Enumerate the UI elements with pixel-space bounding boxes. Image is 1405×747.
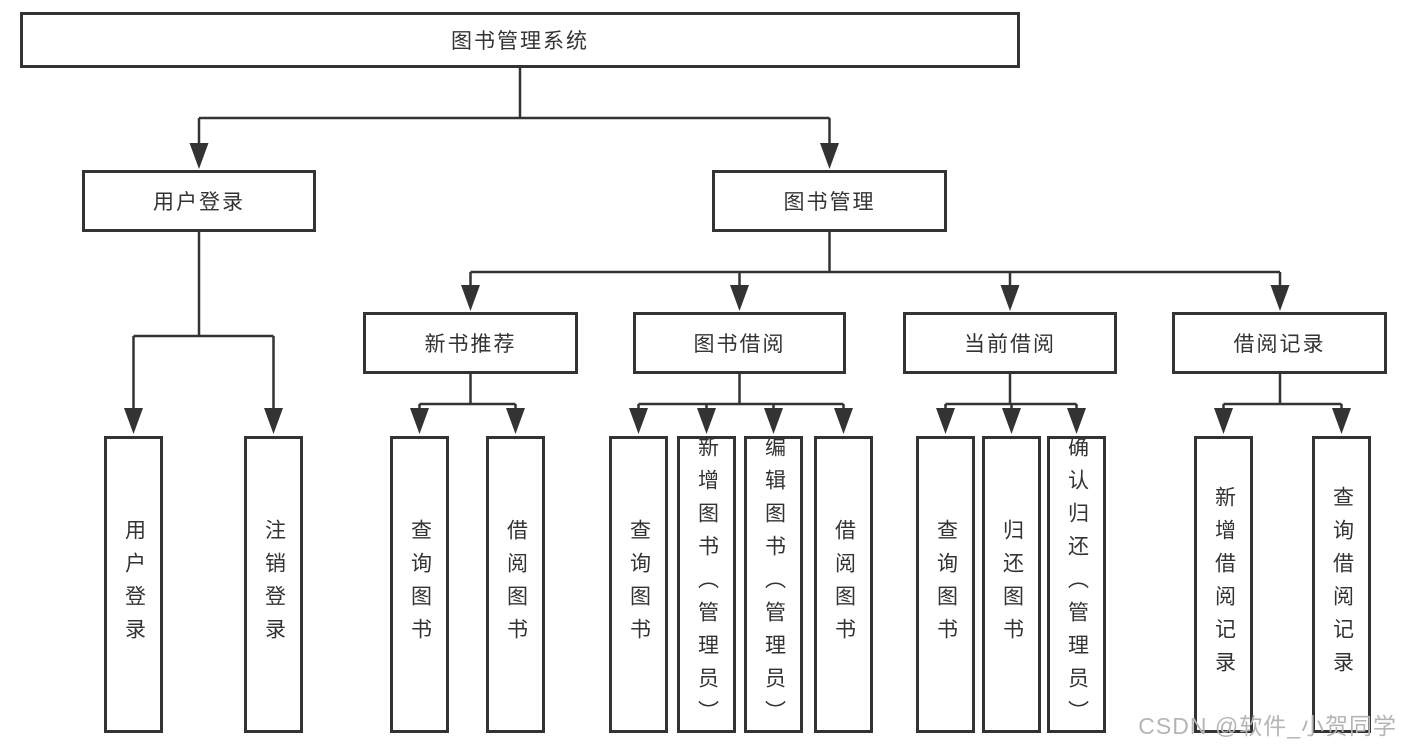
leaf-borrow-books: 借阅图书 [814, 436, 873, 733]
node-new-book-recommend: 新书推荐 [363, 312, 578, 374]
leaf-return-books-label: 归还图书 [1000, 518, 1024, 651]
node-user-login-label: 用户登录 [153, 191, 245, 214]
node-new-book-recommend-label: 新书推荐 [424, 333, 517, 356]
leaf-add-books-admin-label: 新增图书（管理员） [695, 436, 719, 733]
csdn-watermark: CSDN @软件_小贺同学 [1138, 713, 1397, 739]
node-book-borrowing-label: 图书借阅 [693, 333, 786, 356]
leaf-query-borrow-record: 查询借阅记录 [1312, 436, 1371, 733]
leaf-borrow-books-recommend: 借阅图书 [486, 436, 545, 733]
leaf-query-borrow-record-label: 查询借阅记录 [1330, 485, 1354, 684]
leaf-logout: 注销登录 [244, 436, 303, 733]
leaf-add-borrow-record: 新增借阅记录 [1194, 436, 1253, 733]
node-user-login: 用户登录 [82, 170, 316, 232]
leaf-confirm-return-admin-label: 确认归还（管理员） [1065, 436, 1089, 733]
leaf-add-books-admin: 新增图书（管理员） [677, 436, 736, 733]
node-borrowing-records-label: 借阅记录 [1233, 333, 1326, 356]
leaf-return-books: 归还图书 [982, 436, 1041, 733]
leaf-edit-books-admin: 编辑图书（管理员） [744, 436, 803, 733]
node-current-borrowing-label: 当前借阅 [964, 333, 1056, 356]
leaf-borrow-books-label: 借阅图书 [832, 518, 856, 651]
leaf-edit-books-admin-label: 编辑图书（管理员） [762, 436, 786, 733]
leaf-query-books-borrowing: 查询图书 [609, 436, 668, 733]
node-book-borrowing: 图书借阅 [633, 312, 846, 374]
node-book-management-label: 图书管理 [783, 191, 876, 214]
leaf-add-borrow-record-label: 新增借阅记录 [1212, 485, 1236, 684]
leaf-query-books-recommend: 查询图书 [390, 436, 449, 733]
node-library-system: 图书管理系统 [20, 12, 1020, 68]
node-borrowing-records: 借阅记录 [1172, 312, 1387, 374]
leaf-user-login: 用户登录 [104, 436, 163, 733]
leaf-query-books-recommend-label: 查询图书 [408, 518, 432, 651]
leaf-logout-label: 注销登录 [262, 518, 286, 651]
node-current-borrowing: 当前借阅 [903, 312, 1117, 374]
node-book-management: 图书管理 [712, 170, 947, 232]
leaf-confirm-return-admin: 确认归还（管理员） [1047, 436, 1106, 733]
leaf-borrow-books-recommend-label: 借阅图书 [504, 518, 528, 651]
leaf-query-books-borrowing-label: 查询图书 [627, 518, 651, 651]
leaf-user-login-label: 用户登录 [122, 518, 146, 651]
leaf-query-books-current-label: 查询图书 [934, 518, 958, 651]
node-library-system-label: 图书管理系统 [451, 30, 589, 53]
leaf-query-books-current: 查询图书 [916, 436, 975, 733]
